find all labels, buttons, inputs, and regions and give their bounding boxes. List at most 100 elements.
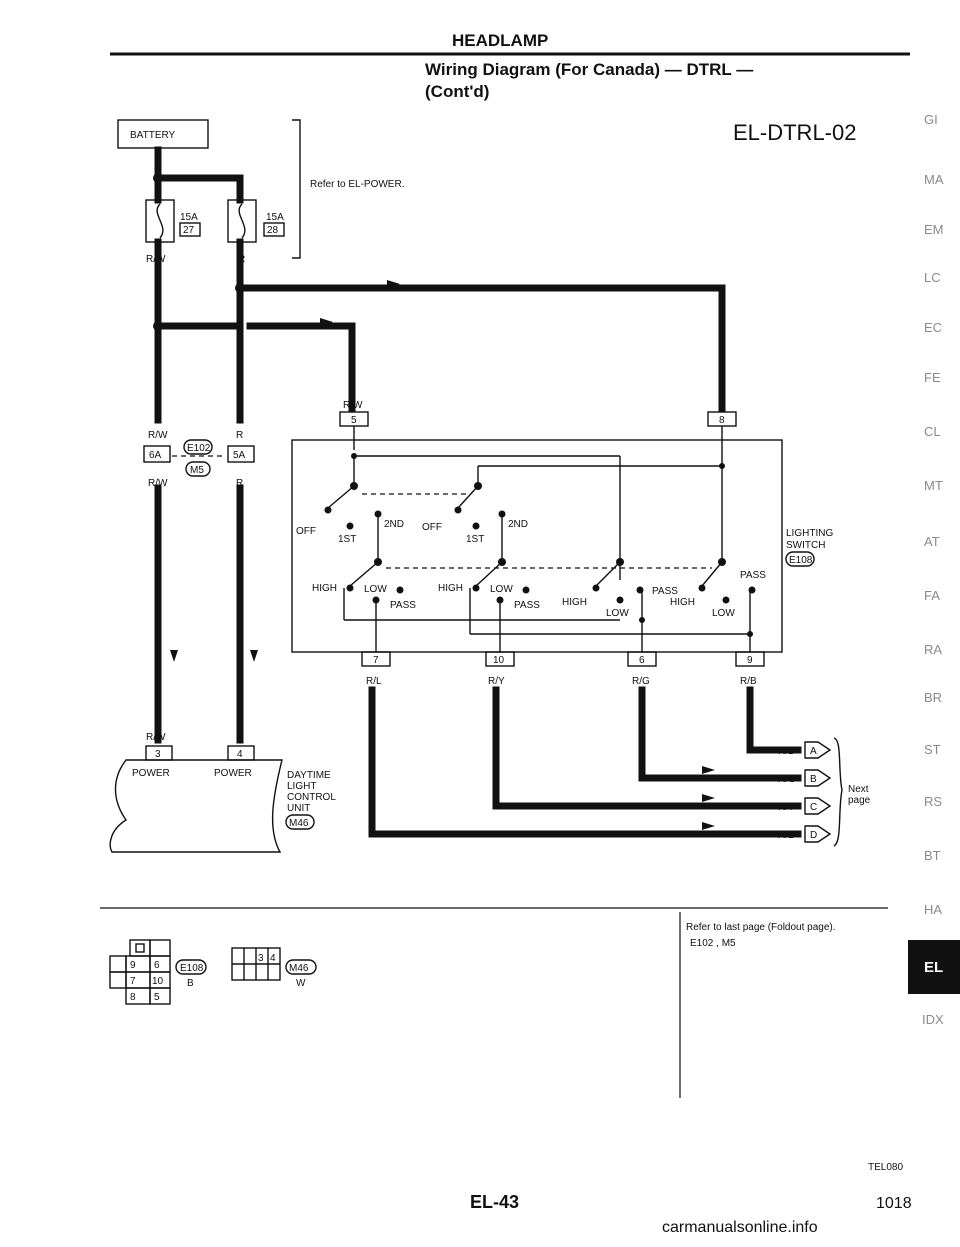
e108-pin: 8 [130, 992, 136, 1003]
index-mt[interactable]: MT [924, 478, 943, 493]
next-page-ref-c: C [810, 802, 817, 813]
dtrl-power-1: POWER [132, 768, 170, 779]
wire-color-label: R/W [146, 732, 166, 743]
connector-3: 3 [155, 749, 161, 760]
switch-off-1: OFF [296, 526, 316, 537]
wire-color-label: R/Y [488, 676, 505, 687]
index-lc[interactable]: LC [924, 270, 941, 285]
connector-5a: 5A [233, 450, 246, 461]
index-gi[interactable]: GI [924, 112, 938, 127]
connector-6a: 6A [149, 450, 162, 461]
index-br[interactable]: BR [924, 690, 942, 705]
wire-color-label: R/L [778, 830, 794, 841]
next-page-flag-d [804, 825, 832, 843]
switch-low-2: LOW [490, 584, 513, 595]
index-st[interactable]: ST [924, 742, 941, 757]
flow-arrow-icon [702, 822, 715, 830]
index-ma[interactable]: MA [924, 172, 944, 187]
switch-high-3: HIGH [562, 597, 587, 608]
battery-box [117, 119, 209, 149]
wire-color-label: R/B [740, 676, 757, 687]
index-el-tab[interactable] [908, 940, 960, 994]
next-page-ref-d: D [810, 830, 817, 841]
fuse-27-amp: 15A [180, 212, 198, 223]
e108-pin: 7 [130, 976, 136, 987]
next-page-ref-a: A [810, 746, 817, 757]
switch-1st-1: 1ST [338, 534, 356, 545]
refer-connectors: E102 , M5 [690, 938, 736, 949]
page-label: EL-43 [470, 1192, 519, 1212]
lighting-switch-label-2: SWITCH [786, 540, 825, 551]
switch-high-4: HIGH [670, 597, 695, 608]
wire-color-label: R/B [778, 746, 795, 757]
flow-arrow-icon [170, 650, 178, 662]
junction-dot [153, 173, 163, 183]
switch-pass-1: PASS [390, 600, 416, 611]
e108-color: B [187, 978, 194, 989]
switch-2nd-2: 2ND [508, 519, 528, 530]
wire-color-label: R/W [148, 478, 168, 489]
side-index: GI MA EM LC EC FE CL MT AT FA RA BR ST R… [908, 112, 960, 1027]
index-em[interactable]: EM [924, 222, 944, 237]
switch-low-1: LOW [364, 584, 387, 595]
wire-color-label: R/L [366, 676, 382, 687]
index-cl[interactable]: CL [924, 424, 941, 439]
switch-pass-3: PASS [652, 586, 678, 597]
next-page-ref-b: B [810, 774, 817, 785]
dtrl-power-2: POWER [214, 768, 252, 779]
index-ec[interactable]: EC [924, 320, 942, 335]
diagram-subtitle-1: Wiring Diagram (For Canada) — DTRL — [425, 60, 753, 79]
connector-m46: M46 [289, 818, 309, 829]
index-bt[interactable]: BT [924, 848, 941, 863]
wire-color-label: R/W [343, 400, 363, 411]
e108-pin: 10 [152, 976, 164, 987]
index-idx[interactable]: IDX [922, 1012, 944, 1027]
fuse-28-amp: 15A [266, 212, 284, 223]
m46-color: W [296, 978, 306, 989]
connector-8: 8 [719, 415, 725, 426]
index-fe[interactable]: FE [924, 370, 941, 385]
dtrl-unit-outline [109, 759, 283, 853]
power-bracket [292, 119, 301, 259]
dtrl-label-3: CONTROL [287, 792, 336, 803]
connector-4: 4 [237, 749, 243, 760]
connector-7: 7 [373, 655, 379, 666]
page-title: HEADLAMP [452, 31, 548, 50]
switch-1st-2: 1ST [466, 534, 484, 545]
index-el[interactable]: EL [924, 959, 943, 976]
m46-name: M46 [289, 963, 309, 974]
dtrl-label-4: UNIT [287, 803, 310, 814]
index-at[interactable]: AT [924, 534, 940, 549]
next-page-brace [833, 737, 843, 847]
battery-label: BATTERY [130, 130, 176, 141]
index-rs[interactable]: RS [924, 794, 942, 809]
lighting-switch-label-1: LIGHTING [786, 528, 833, 539]
refer-note: Refer to last page (Foldout page). [686, 922, 836, 933]
dtrl-label-2: LIGHT [287, 781, 316, 792]
next-page-flag-a [804, 741, 832, 759]
index-fa[interactable]: FA [924, 588, 940, 603]
m46-pin: 3 [258, 953, 264, 964]
connector-e102: E102 [187, 443, 211, 454]
connector-e108: E108 [789, 555, 813, 566]
wire-color-label: R [718, 400, 725, 411]
next-page-label-2: page [848, 795, 871, 806]
fuse-27-number: 27 [183, 225, 195, 236]
connector-10: 10 [493, 655, 505, 666]
connector-6: 6 [639, 655, 645, 666]
next-page-flag-b [804, 769, 832, 787]
dtrl-label-1: DAYTIME [287, 770, 331, 781]
index-ha[interactable]: HA [924, 902, 942, 917]
diagram-subtitle-2: (Cont'd) [425, 82, 489, 101]
lighting-switch-box [291, 439, 783, 653]
diagram-code: EL-DTRL-02 [733, 120, 856, 145]
switch-high-2: HIGH [438, 583, 463, 594]
flow-arrow-icon [320, 318, 333, 326]
m46-pin: 4 [270, 953, 276, 964]
index-ra[interactable]: RA [924, 642, 942, 657]
power-note: Refer to EL-POWER. [310, 179, 404, 190]
page-number: 1018 [876, 1195, 912, 1212]
next-page-flag-c [804, 797, 832, 815]
